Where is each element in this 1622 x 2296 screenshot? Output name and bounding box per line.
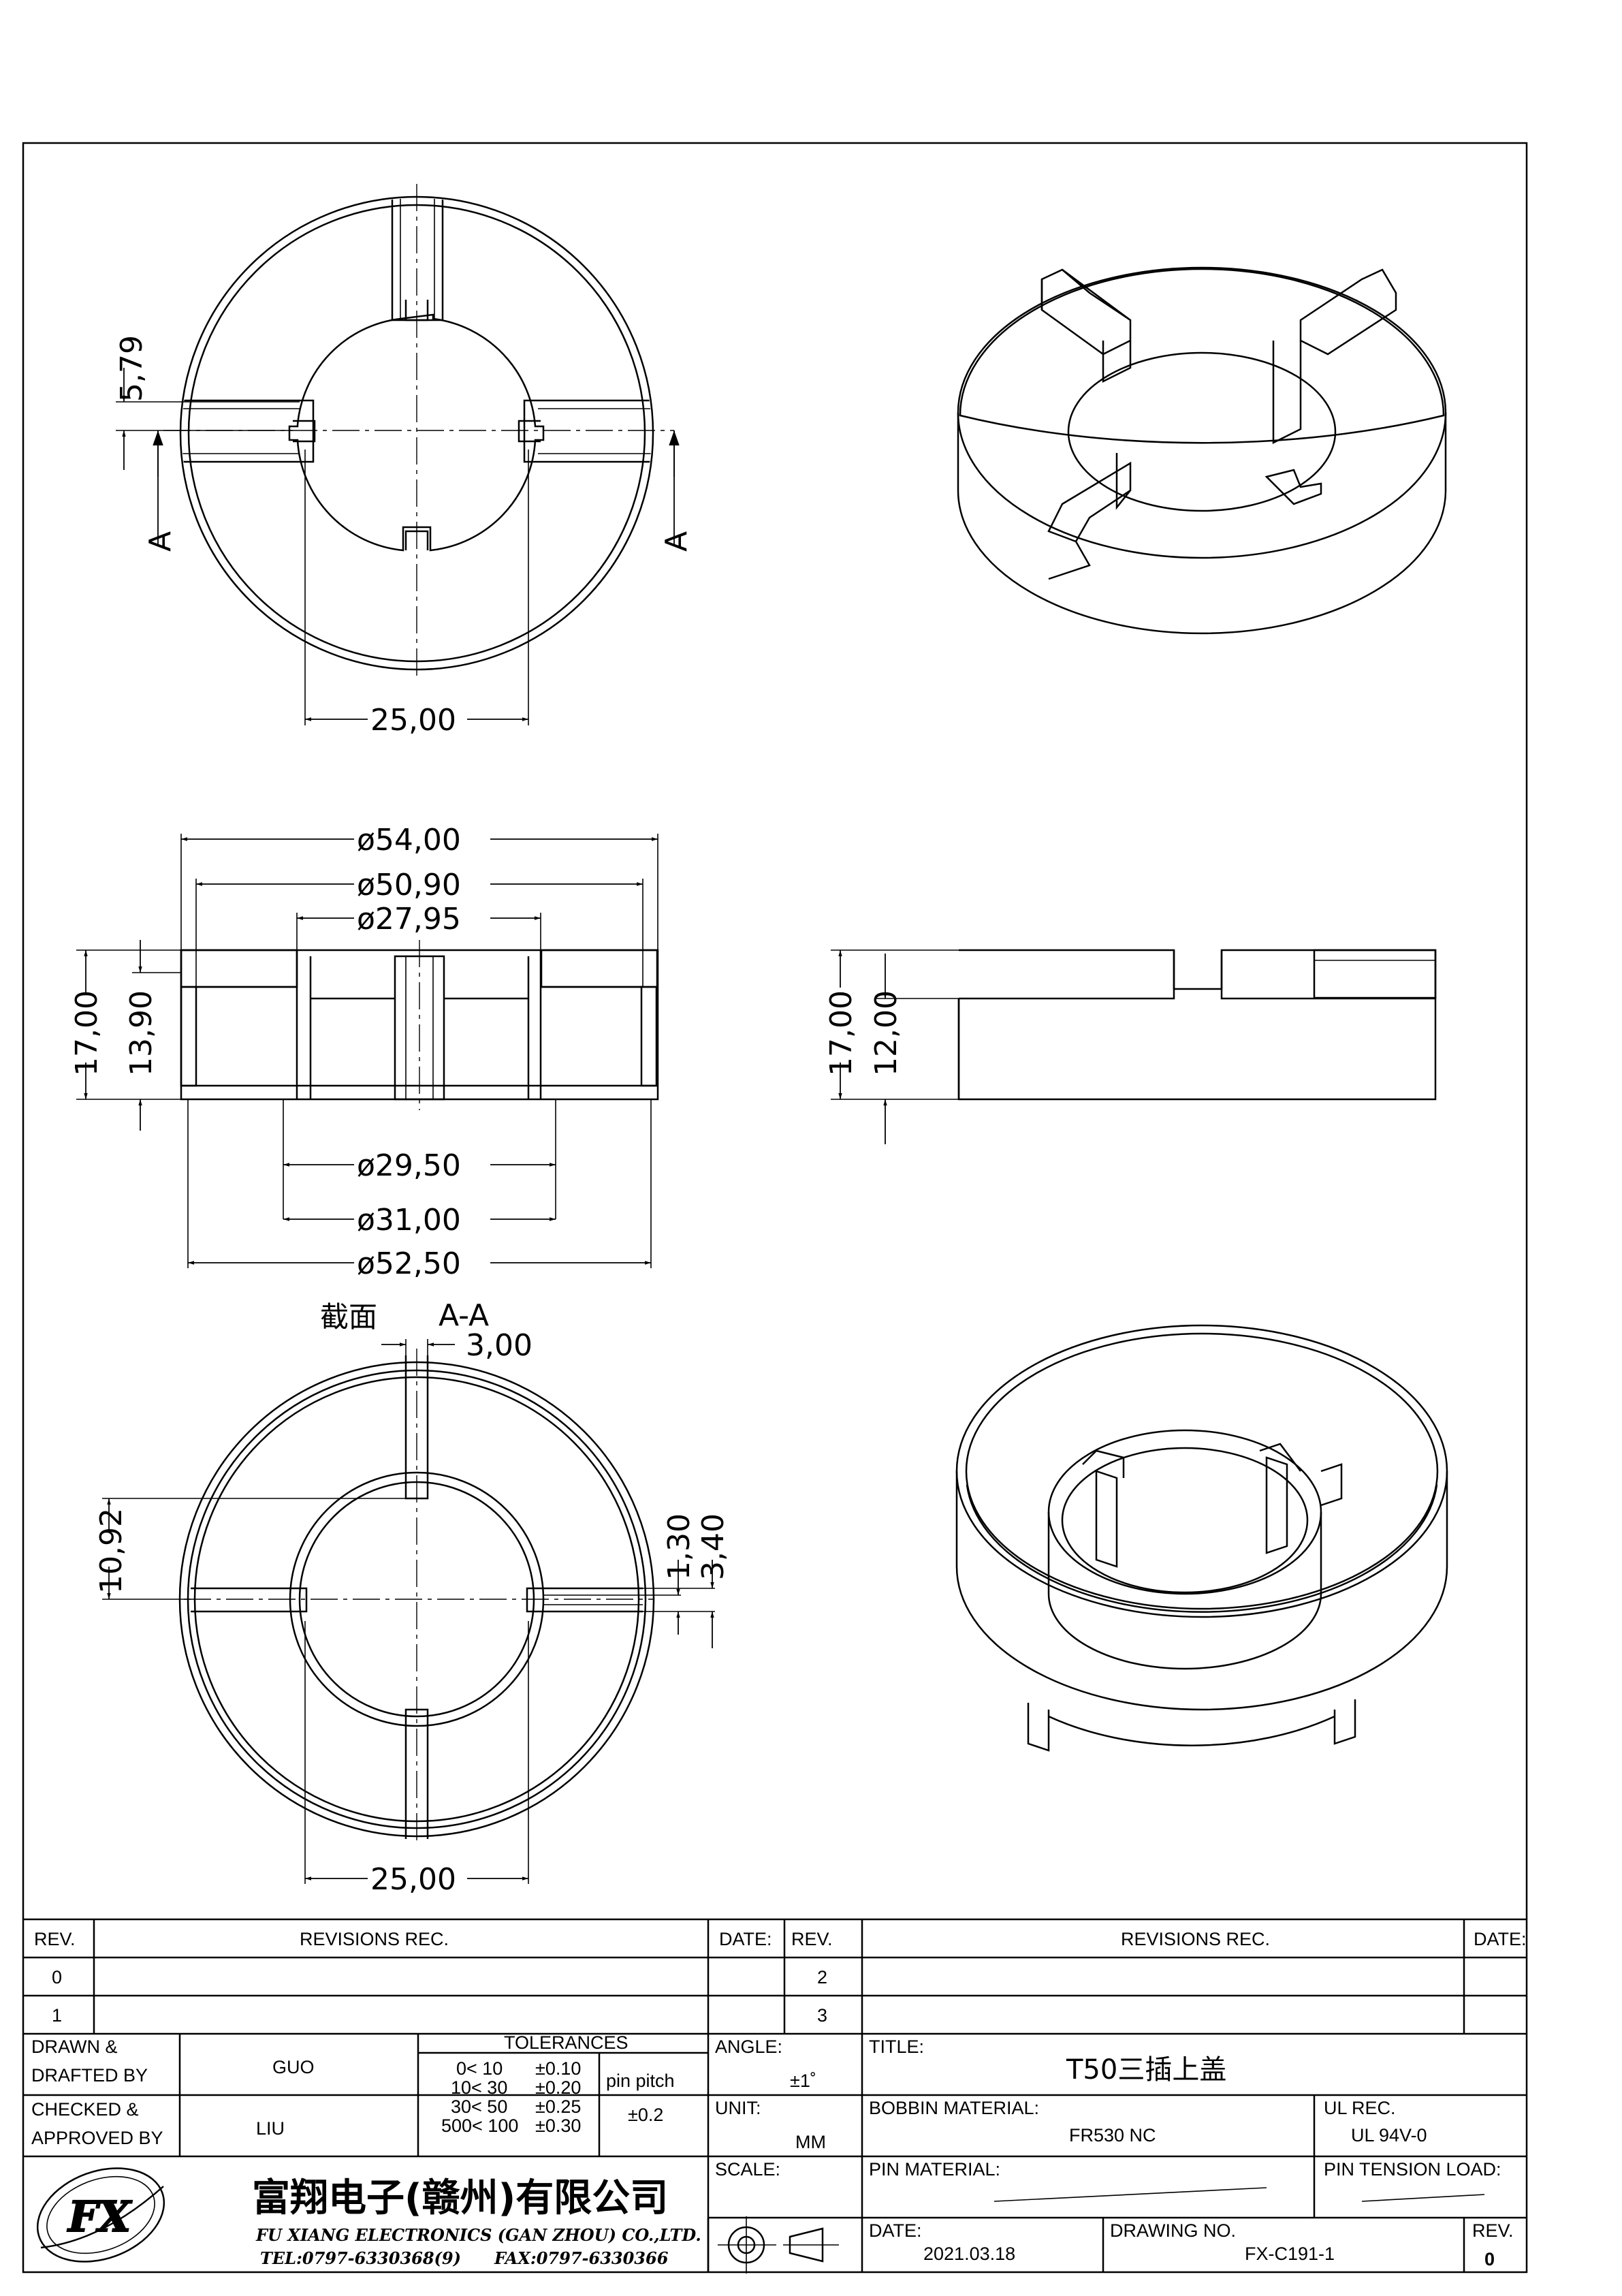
tol-value-3: ±0.30 xyxy=(535,2116,581,2136)
section-note: 截面 xyxy=(320,1300,377,1334)
side-view: 17,00 12,00 xyxy=(824,949,1437,1144)
dim-5-79: 5,79 xyxy=(114,335,149,402)
drawn-label-1: DRAWN & xyxy=(31,2036,118,2057)
projection-symbol xyxy=(718,2216,839,2274)
drawing-no-value: FX-C191-1 xyxy=(1245,2244,1335,2264)
rev-label: REV. xyxy=(1472,2220,1514,2241)
dim-12-00: 12,00 xyxy=(869,990,904,1076)
dim-13-90: 13,90 xyxy=(124,990,159,1076)
unit-value: MM xyxy=(795,2132,826,2152)
company-name-en: FU XIANG ELECTRONICS (GAN ZHOU) CO.,LTD. xyxy=(255,2225,701,2245)
rev-row-0: 0 xyxy=(52,1967,62,1987)
front-section-view: ø54,00 ø50,90 ø27,95 17,00 13,90 ø29,50 … xyxy=(69,823,659,1281)
tol-value-1: ±0.20 xyxy=(535,2077,581,2098)
angle-value: ±1˚ xyxy=(790,2071,816,2091)
drawn-by: GUO xyxy=(272,2057,315,2077)
pin-material-label: PIN MATERIAL: xyxy=(869,2159,1000,2180)
tolerances-label: TOLERANCES xyxy=(504,2032,629,2053)
title-value: T50三插上盖 xyxy=(1066,2054,1226,2086)
pin-tension-label: PIN TENSION LOAD: xyxy=(1324,2159,1501,2180)
section-mark-right: A xyxy=(659,531,694,552)
dim-3-40: 3,40 xyxy=(696,1513,731,1580)
bobbin-material-value: FR530 NC xyxy=(1069,2125,1156,2145)
dim-29-50: ø29,50 xyxy=(357,1148,461,1183)
iso-view-bottom xyxy=(955,1324,1448,1752)
dim-17-00-front: 17,00 xyxy=(69,990,104,1076)
checked-by: LIU xyxy=(256,2118,285,2139)
company-tel: TEL:0797-6330368(9) xyxy=(260,2248,461,2268)
date-label: DATE: xyxy=(869,2220,922,2241)
dim-17-00-side: 17,00 xyxy=(824,990,859,1076)
ul-rec-value: UL 94V-0 xyxy=(1351,2125,1427,2145)
dim-31-00: ø31,00 xyxy=(357,1203,461,1238)
checked-label-2: APPROVED BY xyxy=(31,2128,163,2148)
section-mark-left: A xyxy=(143,531,178,552)
drawing-no-label: DRAWING NO. xyxy=(1110,2220,1236,2241)
rev-value: 0 xyxy=(1484,2249,1495,2269)
title-label: TITLE: xyxy=(869,2036,924,2057)
date-header-left: DATE: xyxy=(719,1929,772,1949)
tol-range-2: 30< 50 xyxy=(451,2096,507,2117)
dim-25-00-top: 25,00 xyxy=(370,703,456,738)
drawn-label-2: DRAFTED BY xyxy=(31,2065,148,2086)
tol-value-0: ±0.10 xyxy=(535,2058,581,2079)
rev-row-3: 3 xyxy=(817,2005,827,2026)
iso-view-top xyxy=(957,266,1447,635)
angle-label: ANGLE: xyxy=(715,2036,782,2057)
bottom-view: 截面 A-A 3,00 10,92 xyxy=(94,1298,731,1897)
company-fax: FAX:0797-6330366 xyxy=(494,2248,669,2268)
rev-row-2: 2 xyxy=(817,1967,827,1987)
dim-52-50: ø52,50 xyxy=(357,1246,461,1281)
bobbin-material-label: BOBBIN MATERIAL: xyxy=(869,2098,1039,2118)
top-view: 5,79 A A 25,00 xyxy=(114,184,694,738)
dim-54-00: ø54,00 xyxy=(357,823,461,858)
pin-pitch-value: ±0.2 xyxy=(628,2105,663,2125)
company-logo: FX xyxy=(36,2167,165,2263)
tol-value-2: ±0.25 xyxy=(535,2096,581,2117)
dim-25-00-bottom: 25,00 xyxy=(370,1862,456,1897)
rev-header-left: REV. xyxy=(34,1929,76,1949)
dim-50-90: ø50,90 xyxy=(357,868,461,902)
tol-range-3: 500< 100 xyxy=(441,2116,518,2136)
dim-10-92: 10,92 xyxy=(94,1508,129,1594)
scale-label: SCALE: xyxy=(715,2159,780,2180)
ul-rec-label: UL REC. xyxy=(1324,2098,1396,2118)
tol-range-0: 0< 10 xyxy=(456,2058,503,2079)
pin-pitch-label: pin pitch xyxy=(606,2071,675,2091)
section-label: A-A xyxy=(439,1298,489,1333)
rev-row-1: 1 xyxy=(52,2005,62,2026)
revisions-rec-left: REVISIONS REC. xyxy=(300,1929,449,1949)
date-value: 2021.03.18 xyxy=(923,2244,1015,2264)
unit-label: UNIT: xyxy=(715,2098,761,2118)
checked-label-1: CHECKED & xyxy=(31,2099,139,2120)
date-header-right: DATE: xyxy=(1474,1929,1527,1949)
rev-header-right: REV. xyxy=(791,1929,833,1949)
title-block: REV. REVISIONS REC. DATE: REV. REVISIONS… xyxy=(23,1918,1527,2274)
dim-1-30: 1,30 xyxy=(662,1513,697,1580)
revisions-rec-right: REVISIONS REC. xyxy=(1121,1929,1270,1949)
dim-27-95: ø27,95 xyxy=(357,902,461,937)
company-name-cn: 富翔电子(赣州)有限公司 xyxy=(252,2176,668,2220)
sheet-border xyxy=(22,142,1528,2274)
dim-3-00: 3,00 xyxy=(466,1328,532,1363)
tol-range-1: 10< 30 xyxy=(451,2077,507,2098)
